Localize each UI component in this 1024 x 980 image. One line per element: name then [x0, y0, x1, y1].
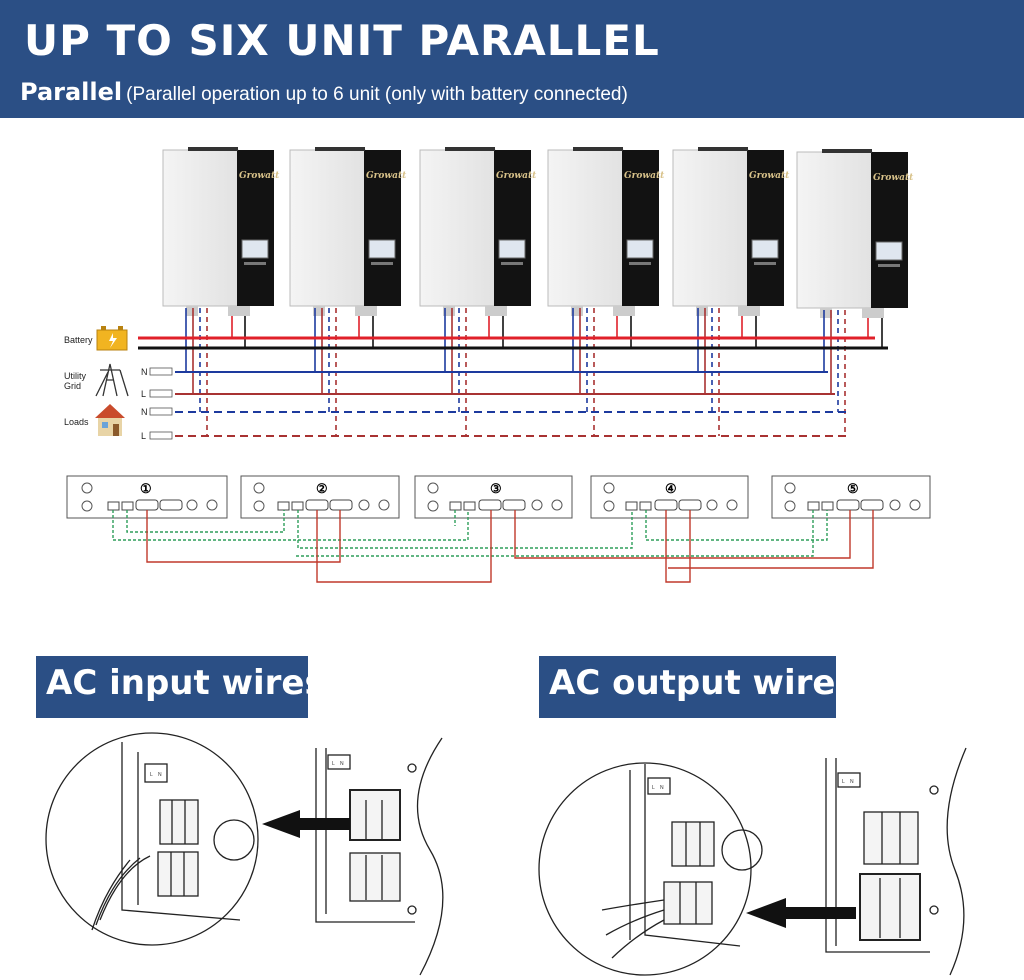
bus-wires — [138, 336, 888, 437]
arrow-icon — [262, 810, 350, 838]
inverter-unit-2: Growatt — [289, 147, 407, 316]
n-marker: N — [141, 367, 148, 377]
page-title: UP TO SIX UNIT PARALLEL — [24, 16, 660, 65]
utility-tower-icon — [95, 363, 129, 397]
utility-label-2: Grid — [64, 381, 81, 391]
terminal-n-label: N — [850, 779, 854, 785]
brand-label: Growatt — [496, 171, 537, 181]
inverter-unit-6: Growatt — [796, 149, 914, 318]
battery-icon — [96, 326, 128, 351]
brand-label: Growatt — [239, 171, 280, 181]
terminal-l-label: L — [150, 772, 153, 778]
brand-label: Growatt — [624, 171, 665, 181]
parallel-boards: ① ② ③ ④ — [66, 475, 931, 519]
subtitle-strong: Parallel — [20, 78, 123, 106]
ac-input-label: AC input wires — [36, 656, 325, 718]
parallel-board-3: ③ — [414, 475, 573, 519]
zoom-circle — [45, 732, 259, 946]
terminal-n-label: N — [340, 761, 344, 767]
ac-output-label-text: AC output wires — [549, 663, 856, 703]
battery-label: Battery — [64, 335, 93, 345]
page-subtitle: Parallel(Parallel operation up to 6 unit… — [20, 78, 628, 106]
source-labels: Battery Utility Grid Loads N L N L — [64, 326, 173, 441]
terminal-l-label: L — [332, 761, 335, 767]
ac-output-label: AC output wires — [539, 656, 856, 718]
parallel-wiring-diagram: Growatt Growatt Growatt — [64, 147, 931, 583]
ac-wiring-details: L N L N L N L — [45, 732, 967, 976]
arrow-icon — [746, 898, 856, 928]
board-number: ① — [140, 482, 152, 497]
parallel-board-4: ④ — [590, 475, 749, 519]
terminal-n-label: N — [158, 772, 162, 778]
board-number: ③ — [490, 482, 502, 497]
brand-label: Growatt — [873, 173, 914, 183]
header-banner: UP TO SIX UNIT PARALLEL Parallel(Paralle… — [0, 0, 1024, 118]
ac-input-label-text: AC input wires — [46, 663, 325, 703]
board-number: ② — [316, 482, 328, 497]
ac-output-detail: L N L N — [538, 747, 967, 976]
brand-label: Growatt — [366, 171, 407, 181]
brand-label: Growatt — [749, 171, 790, 181]
l-marker: L — [141, 431, 146, 441]
board-number: ⑤ — [847, 482, 859, 497]
terminal-l-label: L — [842, 779, 845, 785]
terminal-l-label: L — [652, 785, 655, 791]
utility-label-1: Utility — [64, 371, 86, 381]
parallel-board-5: ⑤ — [771, 475, 931, 519]
inverter-units: Growatt Growatt Growatt — [162, 147, 914, 318]
communication-cables — [112, 510, 874, 583]
terminal-n-label: N — [660, 785, 664, 791]
board-number: ④ — [665, 482, 677, 497]
parallel-board-2: ② — [240, 475, 400, 519]
loads-label: Loads — [64, 417, 89, 427]
house-icon — [95, 404, 125, 436]
inverter-unit-5: Growatt — [672, 147, 790, 316]
subtitle-light: (Parallel operation up to 6 unit (only w… — [126, 84, 628, 105]
inverter-unit-3: Growatt — [419, 147, 537, 316]
n-marker: N — [141, 407, 148, 417]
l-marker: L — [141, 389, 146, 399]
inverter-unit-4: Growatt — [547, 147, 665, 316]
inverter-unit-1: Growatt — [162, 147, 280, 316]
ac-input-detail: L N L N — [45, 732, 444, 976]
